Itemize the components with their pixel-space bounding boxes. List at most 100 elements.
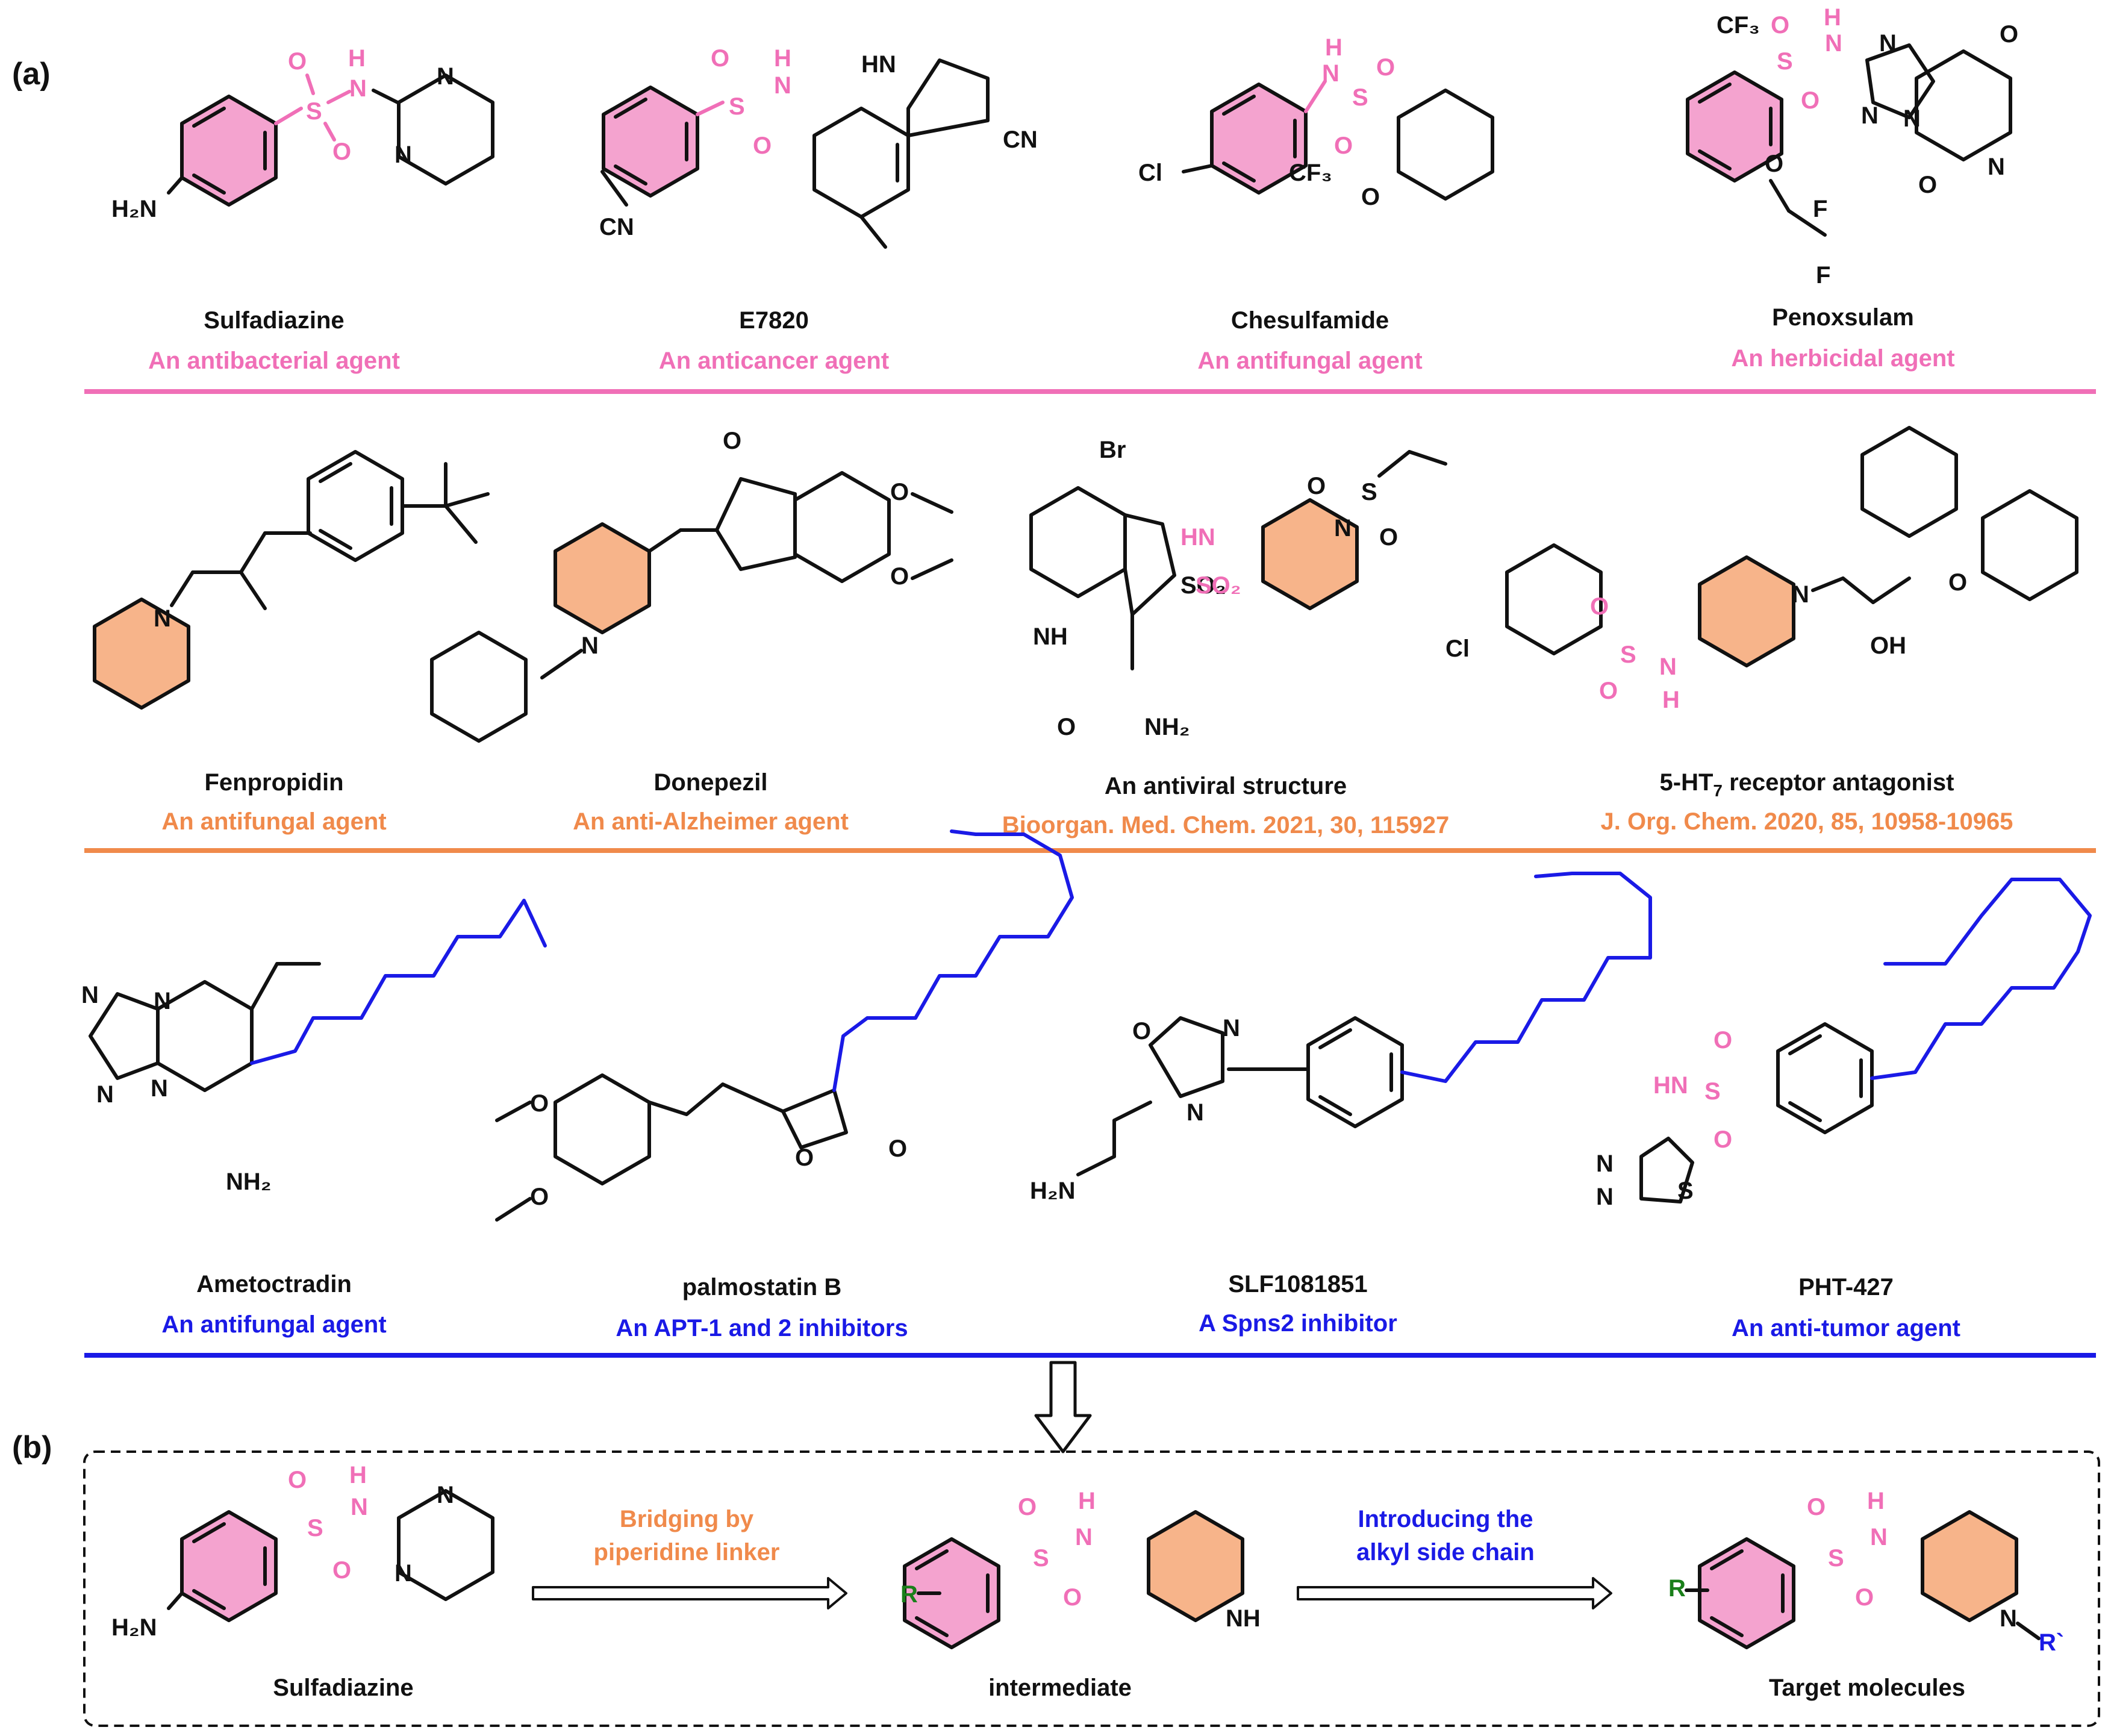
svg-text:N: N [581,632,599,659]
svg-text:O: O [530,1184,549,1210]
svg-text:S: S [1361,479,1377,505]
svg-text:N: N [1659,654,1677,680]
svg-text:HN: HN [1653,1072,1688,1099]
svg-text:O: O [332,1557,351,1584]
antiviral-name: An antiviral structure [1105,773,1347,799]
svg-text:O: O [711,45,729,72]
svg-text:N: N [96,1081,114,1108]
svg-text:NH: NH [1226,1605,1261,1632]
panel-b-label: (b) [12,1430,52,1465]
panel-a-label: (a) [12,57,51,92]
step2-line1: Introducing the [1358,1506,1533,1532]
panel-b-end-label: Target molecules [1769,1675,1965,1701]
svg-text:NH₂: NH₂ [1144,714,1190,740]
svg-text:N: N [1596,1151,1614,1177]
step1-line2: piperidine linker [594,1539,780,1566]
ametoctradin-role: An antifungal agent [161,1311,386,1338]
pht427-structure: HN S O O N N S [1596,878,2092,1210]
panel-b-sulfadiazine-structure: H₂N S O O N H N N [111,1462,493,1641]
down-arrow-icon [1034,1361,1092,1453]
intermediate-structure: R S O O N H NH [900,1488,1261,1647]
svg-text:R: R [900,1581,918,1608]
svg-text:CN: CN [1003,126,1038,153]
svg-text:O: O [1771,12,1789,39]
panel-b-middle-label: intermediate [988,1675,1132,1701]
svg-text:O: O [332,139,351,165]
svg-text:N: N [394,1560,412,1587]
svg-text:N: N [1903,105,1921,132]
svg-text:CF₃: CF₃ [1289,160,1332,186]
antiviral-role: Bioorgan. Med. Chem. 2021, 30, 115927 [1002,812,1450,838]
svg-text:O: O [1918,172,1937,198]
palmostatin-b-name: palmostatin B [682,1274,841,1300]
sulfadiazine-role: An antibacterial agent [148,348,400,374]
svg-text:O: O [288,48,307,75]
svg-text:N: N [1792,581,1809,608]
svg-text:S: S [1777,48,1793,75]
svg-text:N: N [774,72,791,99]
slf1081851-structure: O N N H₂N [1030,872,1652,1204]
svg-text:HN: HN [861,51,896,78]
svg-text:O: O [1807,1494,1826,1520]
svg-text:N: N [1223,1015,1240,1041]
svg-text:O: O [1855,1584,1874,1611]
chesulfamide-role: An antifungal agent [1197,348,1422,374]
svg-text:O: O [888,1135,907,1162]
svg-text:N: N [1075,1524,1093,1550]
svg-text:O: O [1334,133,1353,159]
svg-text:O: O [795,1144,814,1171]
pht427-name: PHT-427 [1798,1274,1894,1300]
svg-text:O: O [1599,678,1618,704]
svg-text:O: O [1132,1018,1151,1044]
svg-text:N: N [351,1494,368,1520]
svg-text:N: N [1879,30,1897,57]
step2-arrow-icon [1297,1577,1612,1610]
pht427-role: An anti-tumor agent [1732,1315,1960,1341]
svg-text:N: N [1825,30,1842,57]
ametoctradin-structure: N N N N NH₂ [81,899,547,1195]
svg-text:H: H [1325,34,1342,61]
fenpropidin-structure: N [95,452,490,708]
svg-text:O: O [1063,1584,1082,1611]
e7820-name: E7820 [739,307,809,334]
slf1081851-name: SLF1081851 [1228,1271,1367,1297]
svg-text:N: N [81,982,99,1008]
svg-text:S: S [1352,84,1368,111]
svg-text:O: O [753,133,772,159]
svg-text:N: N [1861,102,1879,129]
5ht7-name: 5-HT7 receptor antagonist [1660,769,1954,800]
svg-text:N: N [1322,60,1339,87]
chesulfamide-structure: Cl CF₃ N H S O O O [1138,34,1492,210]
svg-text:SO₂: SO₂ [1196,572,1241,599]
svg-text:NH: NH [1033,623,1068,650]
svg-text:S: S [1620,642,1636,668]
svg-text:S: S [729,93,745,120]
svg-text:H: H [348,45,366,72]
sulfadiazine-structure: H₂N S O O N H N N [111,45,493,222]
slf1081851-role: A Spns2 inhibitor [1199,1310,1397,1337]
svg-text:O: O [2000,21,2018,48]
svg-text:O: O [1361,184,1380,210]
e7820-structure: CN S O O N H HN CN [599,45,1038,249]
svg-text:S: S [1677,1178,1694,1204]
svg-text:R`: R` [2039,1629,2064,1656]
svg-text:O: O [723,428,741,454]
svg-text:Br: Br [1099,437,1126,463]
svg-text:F: F [1816,262,1830,289]
svg-text:NH₂: NH₂ [226,1169,272,1195]
svg-text:N: N [151,1075,168,1102]
5ht7-antagonist-structure: Cl S O O N H N OH O [1445,428,2077,713]
svg-text:N: N [1988,154,2005,180]
svg-text:O: O [1801,87,1820,114]
svg-text:S: S [1704,1078,1721,1105]
penoxsulam-name: Penoxsulam [1772,304,1914,331]
svg-text:O: O [1307,473,1326,499]
svg-text:O: O [530,1090,549,1117]
svg-text:H₂N: H₂N [111,196,157,222]
5ht7-role: J. Org. Chem. 2020, 85, 10958-10965 [1601,808,2013,835]
ametoctradin-name: Ametoctradin [196,1271,352,1297]
svg-text:S: S [1828,1545,1844,1572]
svg-text:O: O [1948,569,1967,596]
e7820-role: An anticancer agent [659,348,889,374]
